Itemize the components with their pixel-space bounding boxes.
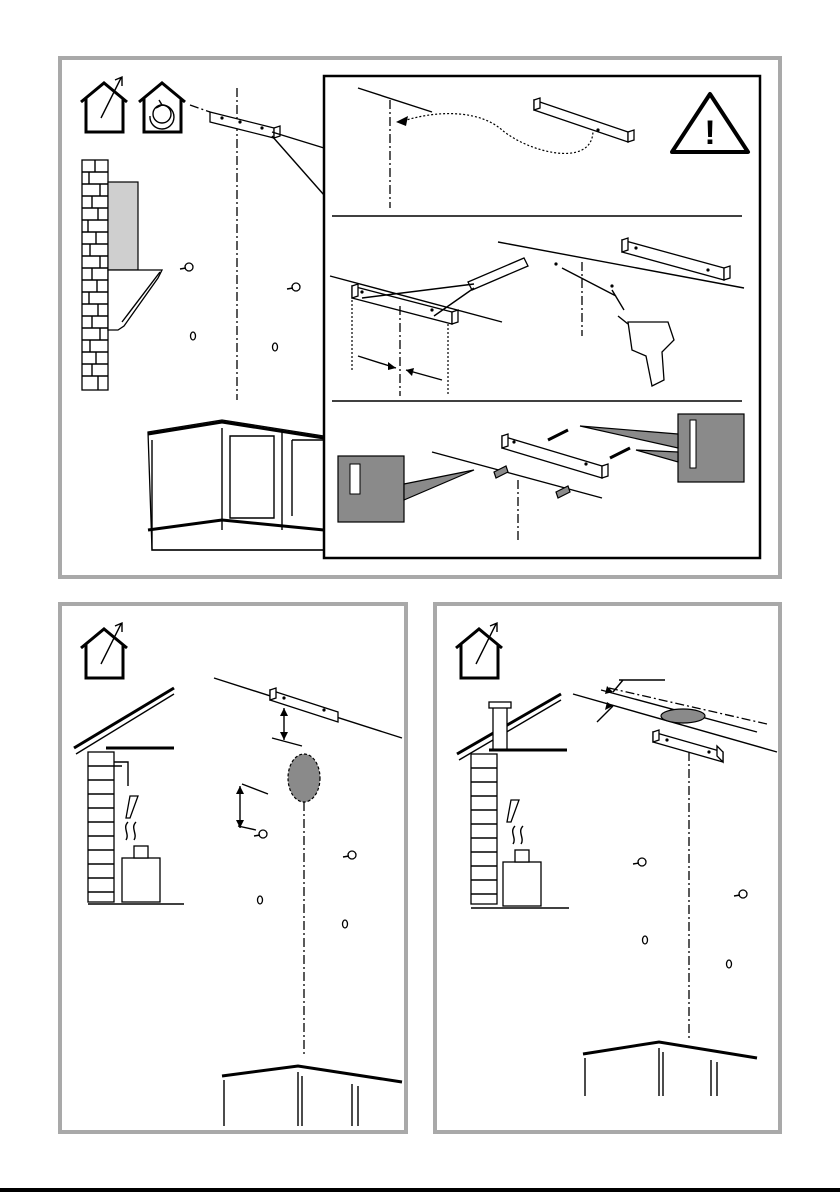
wall-bracket bbox=[210, 112, 280, 138]
wall-plug-screw bbox=[633, 858, 747, 968]
wall-plug-screw bbox=[180, 263, 300, 351]
wall-bracket bbox=[270, 688, 338, 722]
page-bottom-rule bbox=[0, 1188, 840, 1192]
panel-wall-bracket-installation: ! bbox=[58, 56, 782, 579]
house-section bbox=[74, 688, 184, 904]
bottom-left-illustration bbox=[62, 606, 412, 1138]
duct-extraction-icon bbox=[456, 623, 502, 678]
panel-ceiling-duct bbox=[433, 602, 782, 1134]
wall-bracket bbox=[653, 730, 723, 762]
top-panel-illustration: ! bbox=[62, 60, 786, 583]
cooker-hood bbox=[108, 182, 162, 330]
kitchen-cabinet bbox=[222, 1066, 402, 1126]
ceiling-duct-hole bbox=[661, 709, 705, 723]
recirculation-icon bbox=[139, 83, 185, 132]
duct-extraction-icon bbox=[81, 623, 127, 678]
kitchen-cabinet bbox=[583, 1042, 757, 1096]
bottom-right-illustration bbox=[437, 606, 786, 1138]
svg-text:!: ! bbox=[704, 114, 715, 152]
panel-ducted-distance bbox=[58, 602, 408, 1134]
duct-hole bbox=[288, 754, 320, 802]
brick-wall bbox=[82, 160, 108, 390]
house-section bbox=[457, 694, 569, 908]
wall-plug-screw bbox=[254, 830, 356, 928]
kitchen-cabinet bbox=[148, 420, 324, 550]
duct-extraction-icon bbox=[81, 77, 127, 132]
